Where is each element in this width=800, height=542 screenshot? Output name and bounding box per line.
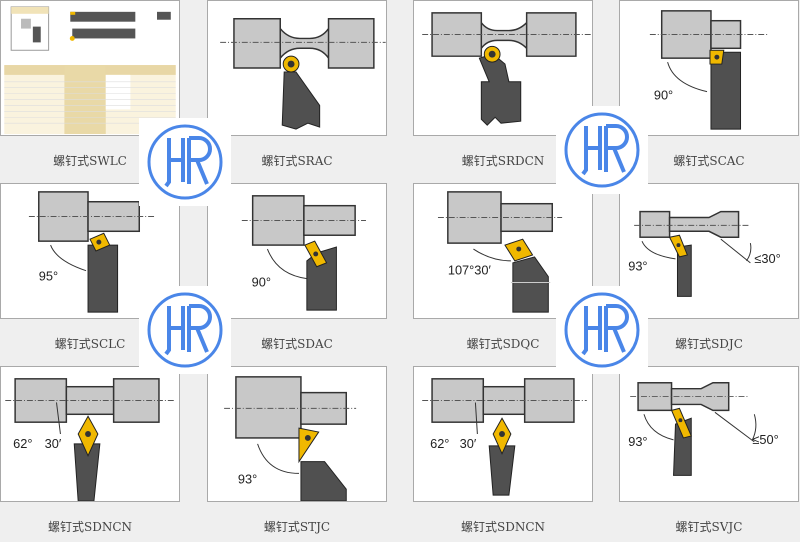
approach-angle-label: 95° [39,269,58,284]
product-card-srac[interactable]: 螺钉式SRAC [207,0,387,168]
svjc-diagram[interactable]: 93° ≤50° [619,366,799,502]
product-caption[interactable]: 螺钉式SDAC [261,337,333,351]
sdjc-diagram[interactable]: 93° ≤30° [619,183,799,319]
minutes-label: 30′ [45,436,62,451]
product-caption[interactable]: 螺钉式SDQC [466,337,540,351]
product-card-stjc[interactable]: 93° 螺钉式STJC [207,366,387,534]
product-caption[interactable]: 螺钉式SDNCN [47,520,133,534]
product-card-svjc[interactable]: 93° ≤50° 螺钉式SVJC [619,366,799,534]
hr-watermark-logo [139,286,231,374]
product-caption[interactable]: 螺钉式SWLC [53,154,127,168]
hr-logo-icon [564,112,640,188]
minutes-label: 30′ [460,436,477,451]
approach-angle-label: 93° [628,434,647,449]
srac-diagram[interactable] [207,0,387,136]
product-card-scac[interactable]: 90° 螺钉式SCAC [619,0,799,168]
product-card-sdncn-2[interactable]: 62° 30′ 螺钉式SDNCN [413,366,593,534]
approach-angle-label: 62° [13,436,32,451]
approach-angle-label: 93° [628,259,647,274]
product-caption[interactable]: 螺钉式SRDCN [461,154,545,168]
scac-diagram[interactable]: 90° [619,0,799,136]
approach-angle-label: 90° [654,88,673,103]
product-caption[interactable]: 螺钉式SDJC [675,337,743,351]
sdncn-diagram[interactable]: 62° 30′ [0,366,180,502]
hr-watermark-logo [556,286,648,374]
approach-angle-label: 62° [430,436,449,451]
product-card-sdjc[interactable]: 93° ≤30° 螺钉式SDJC [619,183,799,351]
hr-logo-icon [147,292,223,368]
product-caption[interactable]: 螺钉式SRAC [261,154,333,168]
hr-watermark-logo [556,106,648,194]
stjc-diagram[interactable]: 93° [207,366,387,502]
hr-watermark-logo [139,118,231,206]
product-caption[interactable]: 螺钉式SVJC [675,520,743,534]
approach-angle-label: 93° [238,471,257,486]
product-card-swlc[interactable]: 螺钉式SWLC [0,0,180,168]
hr-logo-icon [564,292,640,368]
product-card-sdncn[interactable]: 62° 30′ 螺钉式SDNCN [0,366,180,534]
approach-angle-label: 90° [252,274,271,289]
product-caption[interactable]: 螺钉式SCLC [54,337,126,351]
product-caption[interactable]: 螺钉式SDNCN [460,520,546,534]
approach-angle-label: 107°30′ [448,263,492,278]
product-card-sdac[interactable]: 90° 螺钉式SDAC [207,183,387,351]
sdac-diagram[interactable]: 90° [207,183,387,319]
product-caption[interactable]: 螺钉式STJC [263,520,331,534]
hr-logo-icon [147,124,223,200]
product-caption[interactable]: 螺钉式SCAC [673,154,745,168]
max-angle-label: ≤50° [752,432,778,447]
catalog-page-thumbnail[interactable] [0,0,180,136]
max-angle-label: ≤30° [754,251,780,266]
sdncn-diagram[interactable]: 62° 30′ [413,366,593,502]
